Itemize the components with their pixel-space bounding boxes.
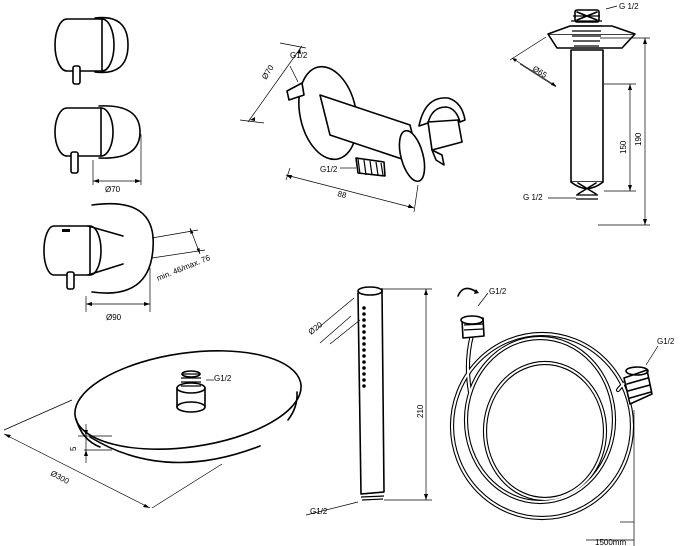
outlet-length-label: 88 <box>336 189 347 200</box>
hand-length-label: 210 <box>416 404 425 418</box>
arm-total-label: 190 <box>634 132 643 146</box>
head-thickness-label: 5 <box>69 446 78 451</box>
ceiling-arm <box>509 5 650 226</box>
diverter-diameter-label: Ø90 <box>106 313 122 322</box>
hose-thread-right-label: G1/2 <box>657 337 675 346</box>
arm-flange-label: Ø65 <box>531 64 549 80</box>
shower-hose <box>449 287 659 546</box>
wall-outlet-holder <box>239 42 466 213</box>
outlet-inlet-thread-label: G1/2 <box>320 165 338 174</box>
hand-diameter-label: Ø20 <box>307 320 325 337</box>
arm-length-label: 150 <box>619 140 628 154</box>
valve-diameter-label: Ø70 <box>105 185 121 194</box>
head-thread-label: G1/2 <box>214 374 232 383</box>
arm-top-thread-label: G 1/2 <box>619 2 639 11</box>
outlet-thread-label: G1/2 <box>290 51 308 60</box>
head-diameter-label: Ø300 <box>49 469 71 486</box>
diverter-valve <box>43 202 206 312</box>
outlet-diameter-label: Ø70 <box>260 63 276 81</box>
hose-length-label: 1500mm <box>595 538 626 546</box>
depth-range-label: min. 46/max. 76 <box>155 253 212 283</box>
rain-shower-head <box>3 350 302 509</box>
hand-thread-label: G1/2 <box>310 507 328 516</box>
arm-bottom-thread-label: G 1/2 <box>523 193 543 202</box>
thermostatic-valve-medium <box>54 105 142 185</box>
thermostatic-valve-small <box>54 16 129 85</box>
hand-shower <box>305 286 432 516</box>
hose-thread-left-label: G1/2 <box>489 287 507 296</box>
